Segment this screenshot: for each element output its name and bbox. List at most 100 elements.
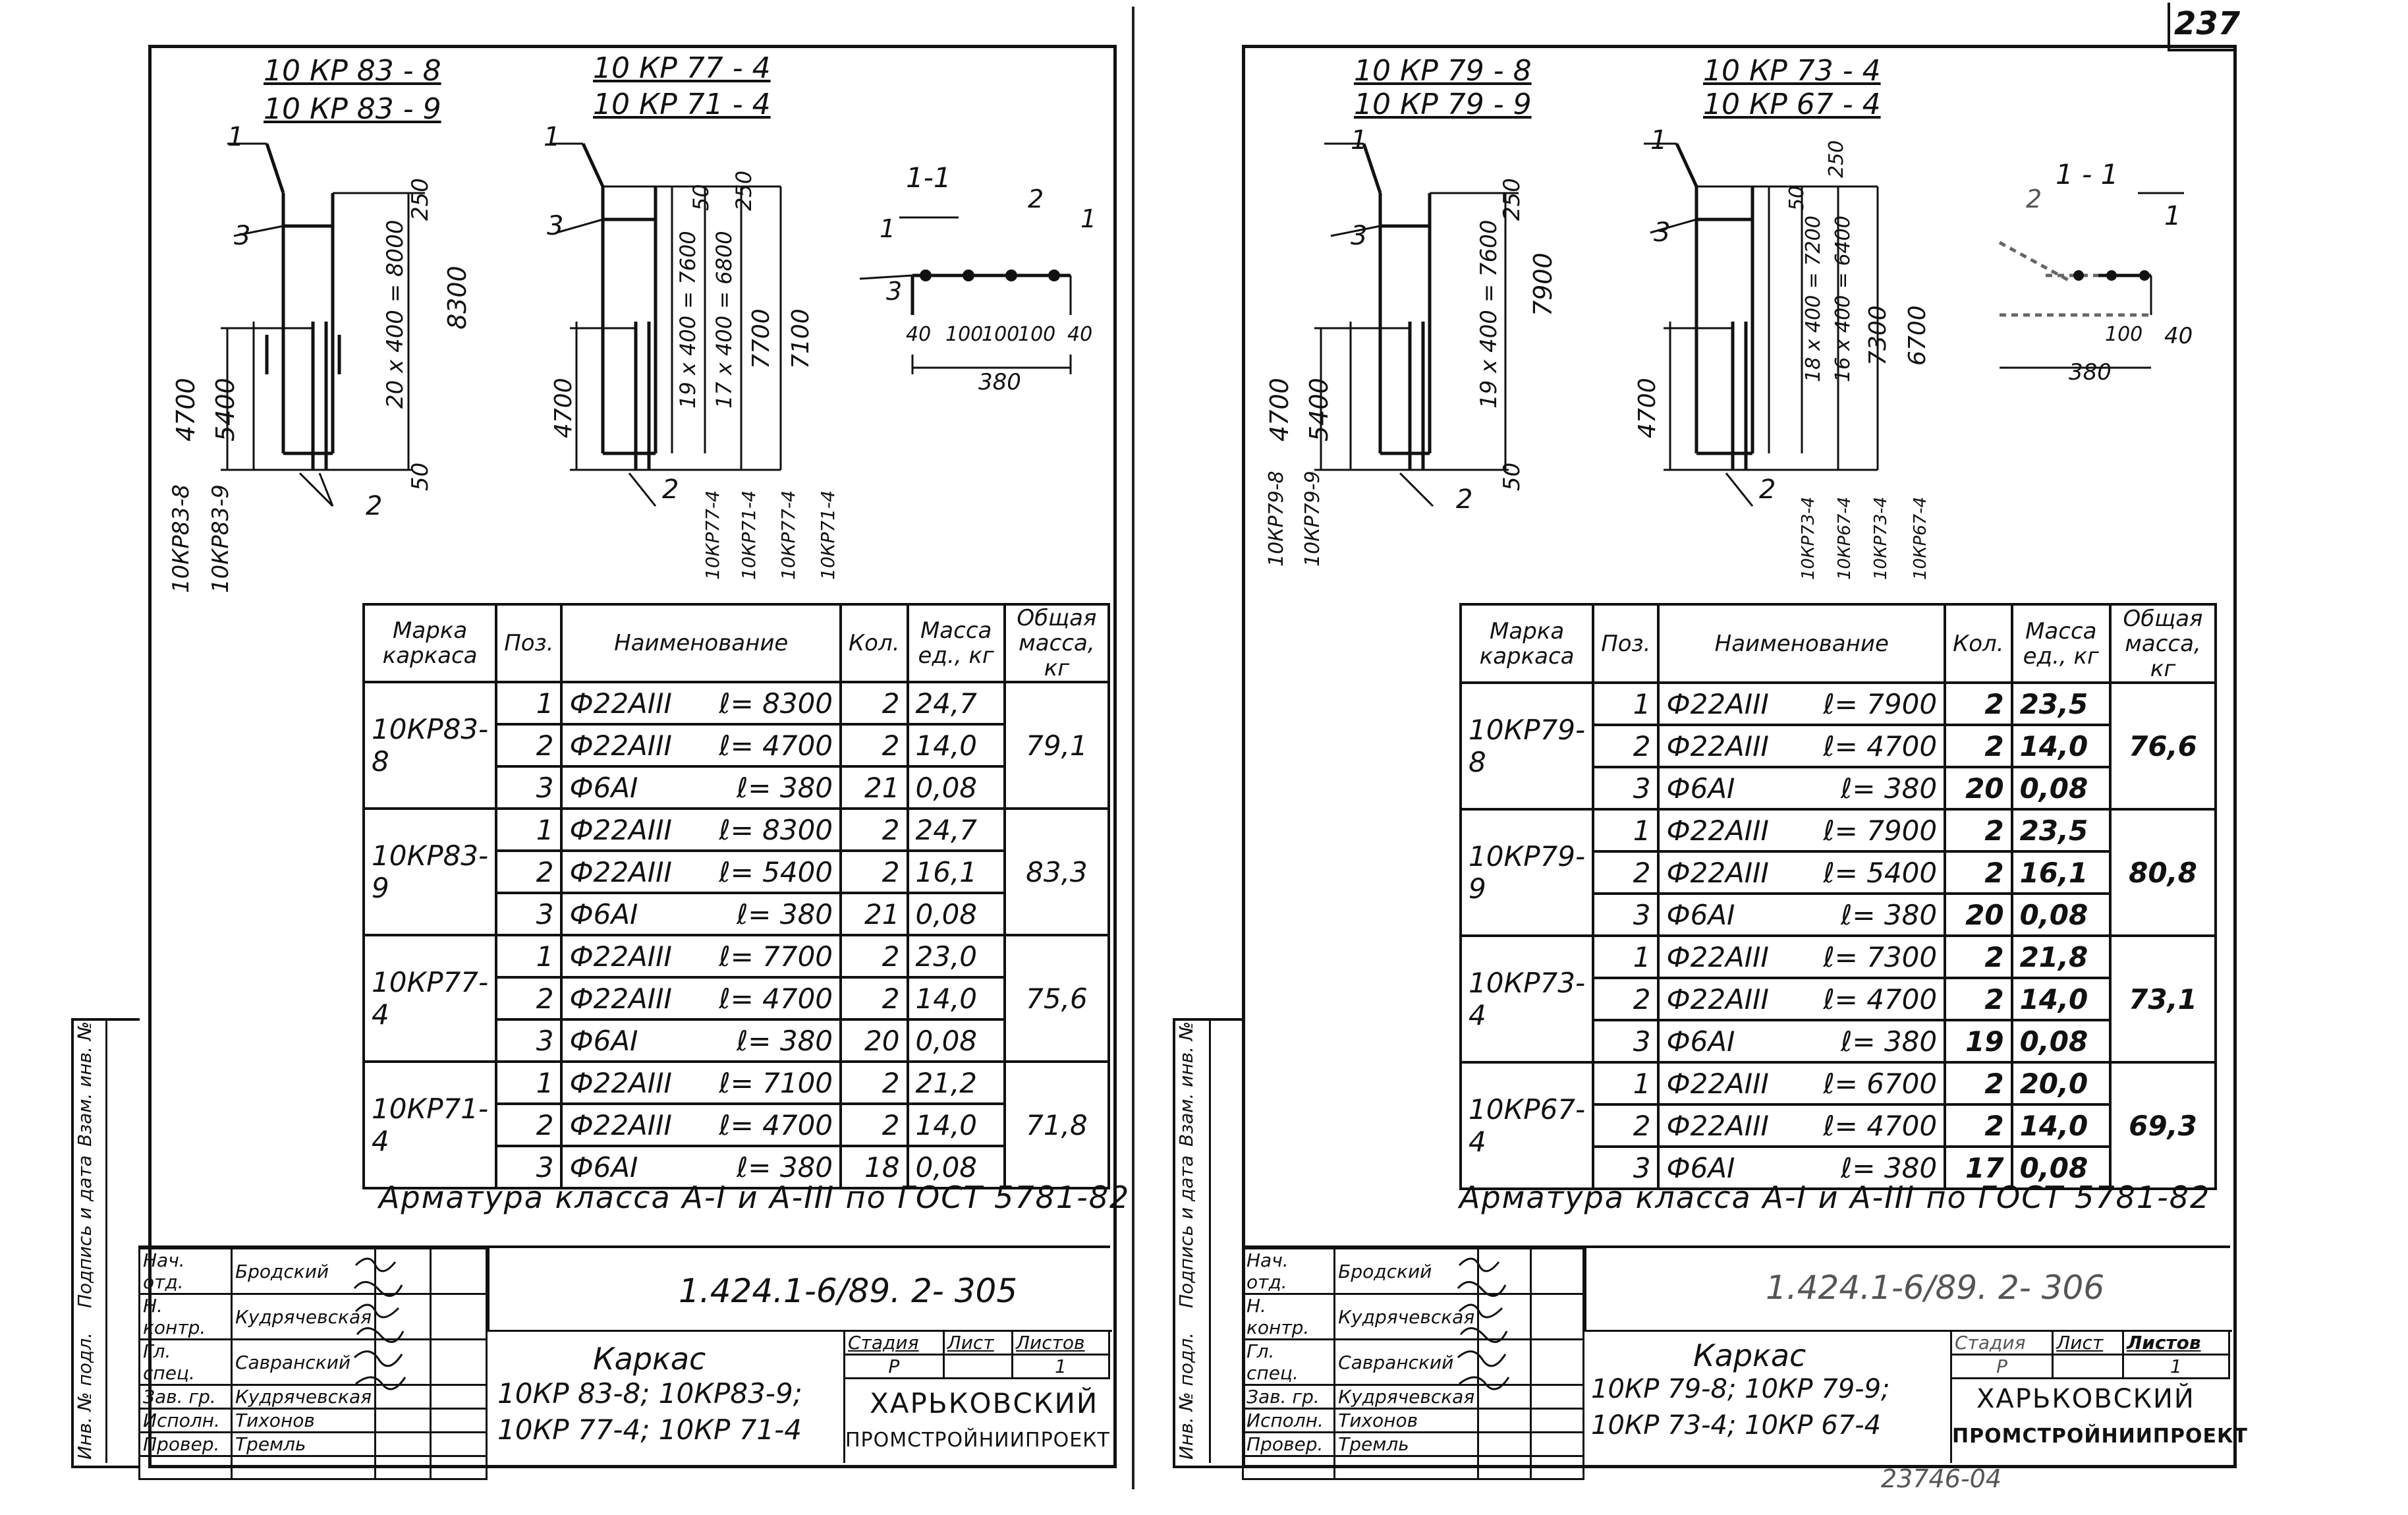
- left-org-line1: ХАРЬКОВСКИЙ: [870, 1387, 1099, 1419]
- right-title-line1: Каркас: [1693, 1338, 1806, 1373]
- right-mark-top-a1: 10 КР 79 - 8: [1354, 54, 1532, 88]
- left-title-line2: 10КР 83-8; 10КР83-9;: [497, 1377, 802, 1410]
- row-mass: 23,5: [2010, 808, 2112, 853]
- right-sdim-380: 380: [2069, 359, 2112, 386]
- row-qty: 20: [839, 1018, 909, 1063]
- stamp-row: Провер.Тремль: [1241, 1431, 1584, 1457]
- right-pos-1-a: 1: [1351, 125, 1368, 156]
- right-spec-table: Марка каркаса Поз. Наименование Кол. Мас…: [1459, 603, 2217, 1190]
- left-vmark-b2: 10КР71-4: [738, 490, 760, 580]
- hdr-name: Наименование: [1657, 603, 1947, 684]
- row-pos: 2: [495, 976, 563, 1021]
- left-dim-250: 250: [407, 178, 434, 221]
- right-dim-5400: 5400: [1304, 378, 1333, 442]
- row-mass: 24,7: [906, 681, 1006, 726]
- left-sdim-380: 380: [978, 369, 1021, 395]
- right-side-label-sign: Подпись и дата: [1175, 1155, 1197, 1308]
- left-side-label-inv: Инв. № подл.: [74, 1332, 96, 1460]
- right-spec-header: Марка каркаса Поз. Наименование Кол. Мас…: [1459, 603, 2217, 684]
- row-qty: 2: [839, 723, 909, 768]
- row-mass: 16,1: [906, 849, 1006, 894]
- left-section-pos1b: 1: [1080, 204, 1097, 233]
- stamp-name: Тремль: [1333, 1431, 1480, 1457]
- right-dim-16x400: 16 x 400 = 6400: [1832, 215, 1855, 382]
- row-mass: 0,08: [2010, 1145, 2112, 1190]
- right-title-line3: 10КР 73-4; 10КР 67-4: [1591, 1410, 1882, 1441]
- left-pos-3-a: 3: [234, 221, 251, 251]
- right-dim-50-a: 50: [1499, 462, 1525, 491]
- right-stage-table: Стадия Лист Листов Р 1: [1949, 1330, 2231, 1379]
- stamp-signature: [1477, 1408, 1532, 1433]
- left-vmark-a1: 10КР83-8: [168, 484, 194, 593]
- sheet-label: Лист: [2052, 1330, 2124, 1356]
- row-qty: 18: [839, 1145, 909, 1189]
- row-mass: 14,0: [2010, 724, 2112, 768]
- hdr-mark: Марка каркаса: [1459, 603, 1595, 684]
- row-pos: 3: [1592, 892, 1660, 937]
- hdr-mass: Масса ед., кг: [2010, 603, 2112, 684]
- stamp-role: Провер.: [138, 1431, 233, 1457]
- sheet-value: [942, 1354, 1013, 1379]
- stamp-empty-cell: [230, 1455, 376, 1480]
- group-mark: 10КР71-4: [362, 1060, 498, 1189]
- left-title-line3: 10КР 77-4; 10КР 71-4: [497, 1414, 802, 1446]
- stamp-role: Зав. гр.: [1241, 1384, 1336, 1410]
- row-pos: 2: [1592, 850, 1660, 895]
- stamp-row: Исполн.Тихонов: [1241, 1408, 1584, 1433]
- stamp-empty-cell: [430, 1455, 488, 1480]
- hdr-total: Общая масса, кг: [1003, 603, 1111, 683]
- stage-header-row: Стадия Лист Листов: [1949, 1330, 2231, 1356]
- right-dim-7300: 7300: [1864, 305, 1891, 366]
- stamp-row: Нач. отд.Бродский: [1241, 1247, 1584, 1295]
- left-section-pos1a: 1: [880, 214, 896, 243]
- right-bottom-code: 23746-04: [1881, 1464, 2002, 1493]
- stamp-role: Нач. отд.: [138, 1247, 233, 1295]
- stamp-empty-cell: [1241, 1455, 1336, 1480]
- group-mark: 10КР77-4: [362, 934, 498, 1063]
- row-pos: 1: [495, 807, 563, 852]
- row-mass: 0,08: [906, 892, 1006, 936]
- group-total: 76,6: [2109, 681, 2217, 811]
- stamp-signature: [374, 1431, 432, 1457]
- right-pos-2-b: 2: [1759, 474, 1776, 505]
- right-org-line1: ХАРЬКОВСКИЙ: [1976, 1384, 2195, 1414]
- right-title-cell: [1584, 1330, 1952, 1463]
- stage-label: Стадия: [843, 1330, 945, 1356]
- row-qty: 2: [1944, 934, 2013, 979]
- left-title-line1: Каркас: [593, 1341, 706, 1377]
- group-mark: 10КР67-4: [1459, 1061, 1595, 1190]
- left-dim-20x400: 20 x 400 = 8000: [382, 219, 408, 409]
- right-pos-3-a: 3: [1351, 221, 1368, 251]
- group-total: 83,3: [1003, 807, 1111, 936]
- left-dim-7100: 7100: [787, 308, 814, 369]
- row-qty: 2: [1944, 724, 2013, 768]
- left-stamp-signatures: Нач. отд.Бродский Н. контр.Кудрячевская …: [138, 1247, 488, 1480]
- right-doc-code: 1.424.1-6/89. 2- 306: [1766, 1269, 2105, 1307]
- stamp-name: Тихонов: [1333, 1408, 1480, 1433]
- stamp-signature: [374, 1408, 432, 1433]
- stamp-role: Гл. спец.: [138, 1338, 233, 1386]
- hdr-mass: Масса ед., кг: [906, 603, 1006, 683]
- row-pos: 1: [1592, 681, 1660, 726]
- row-pos: 1: [1592, 808, 1660, 853]
- left-mark-top-b1: 10 КР 77 - 4: [593, 51, 771, 85]
- row-mass: 0,08: [906, 1145, 1006, 1189]
- row-mass: 24,7: [906, 807, 1006, 852]
- stamp-signature: [1477, 1384, 1532, 1410]
- row-mass: 0,08: [2010, 892, 2112, 937]
- stamp-row: [138, 1455, 488, 1480]
- right-dim-4700-b: 4700: [1634, 378, 1661, 438]
